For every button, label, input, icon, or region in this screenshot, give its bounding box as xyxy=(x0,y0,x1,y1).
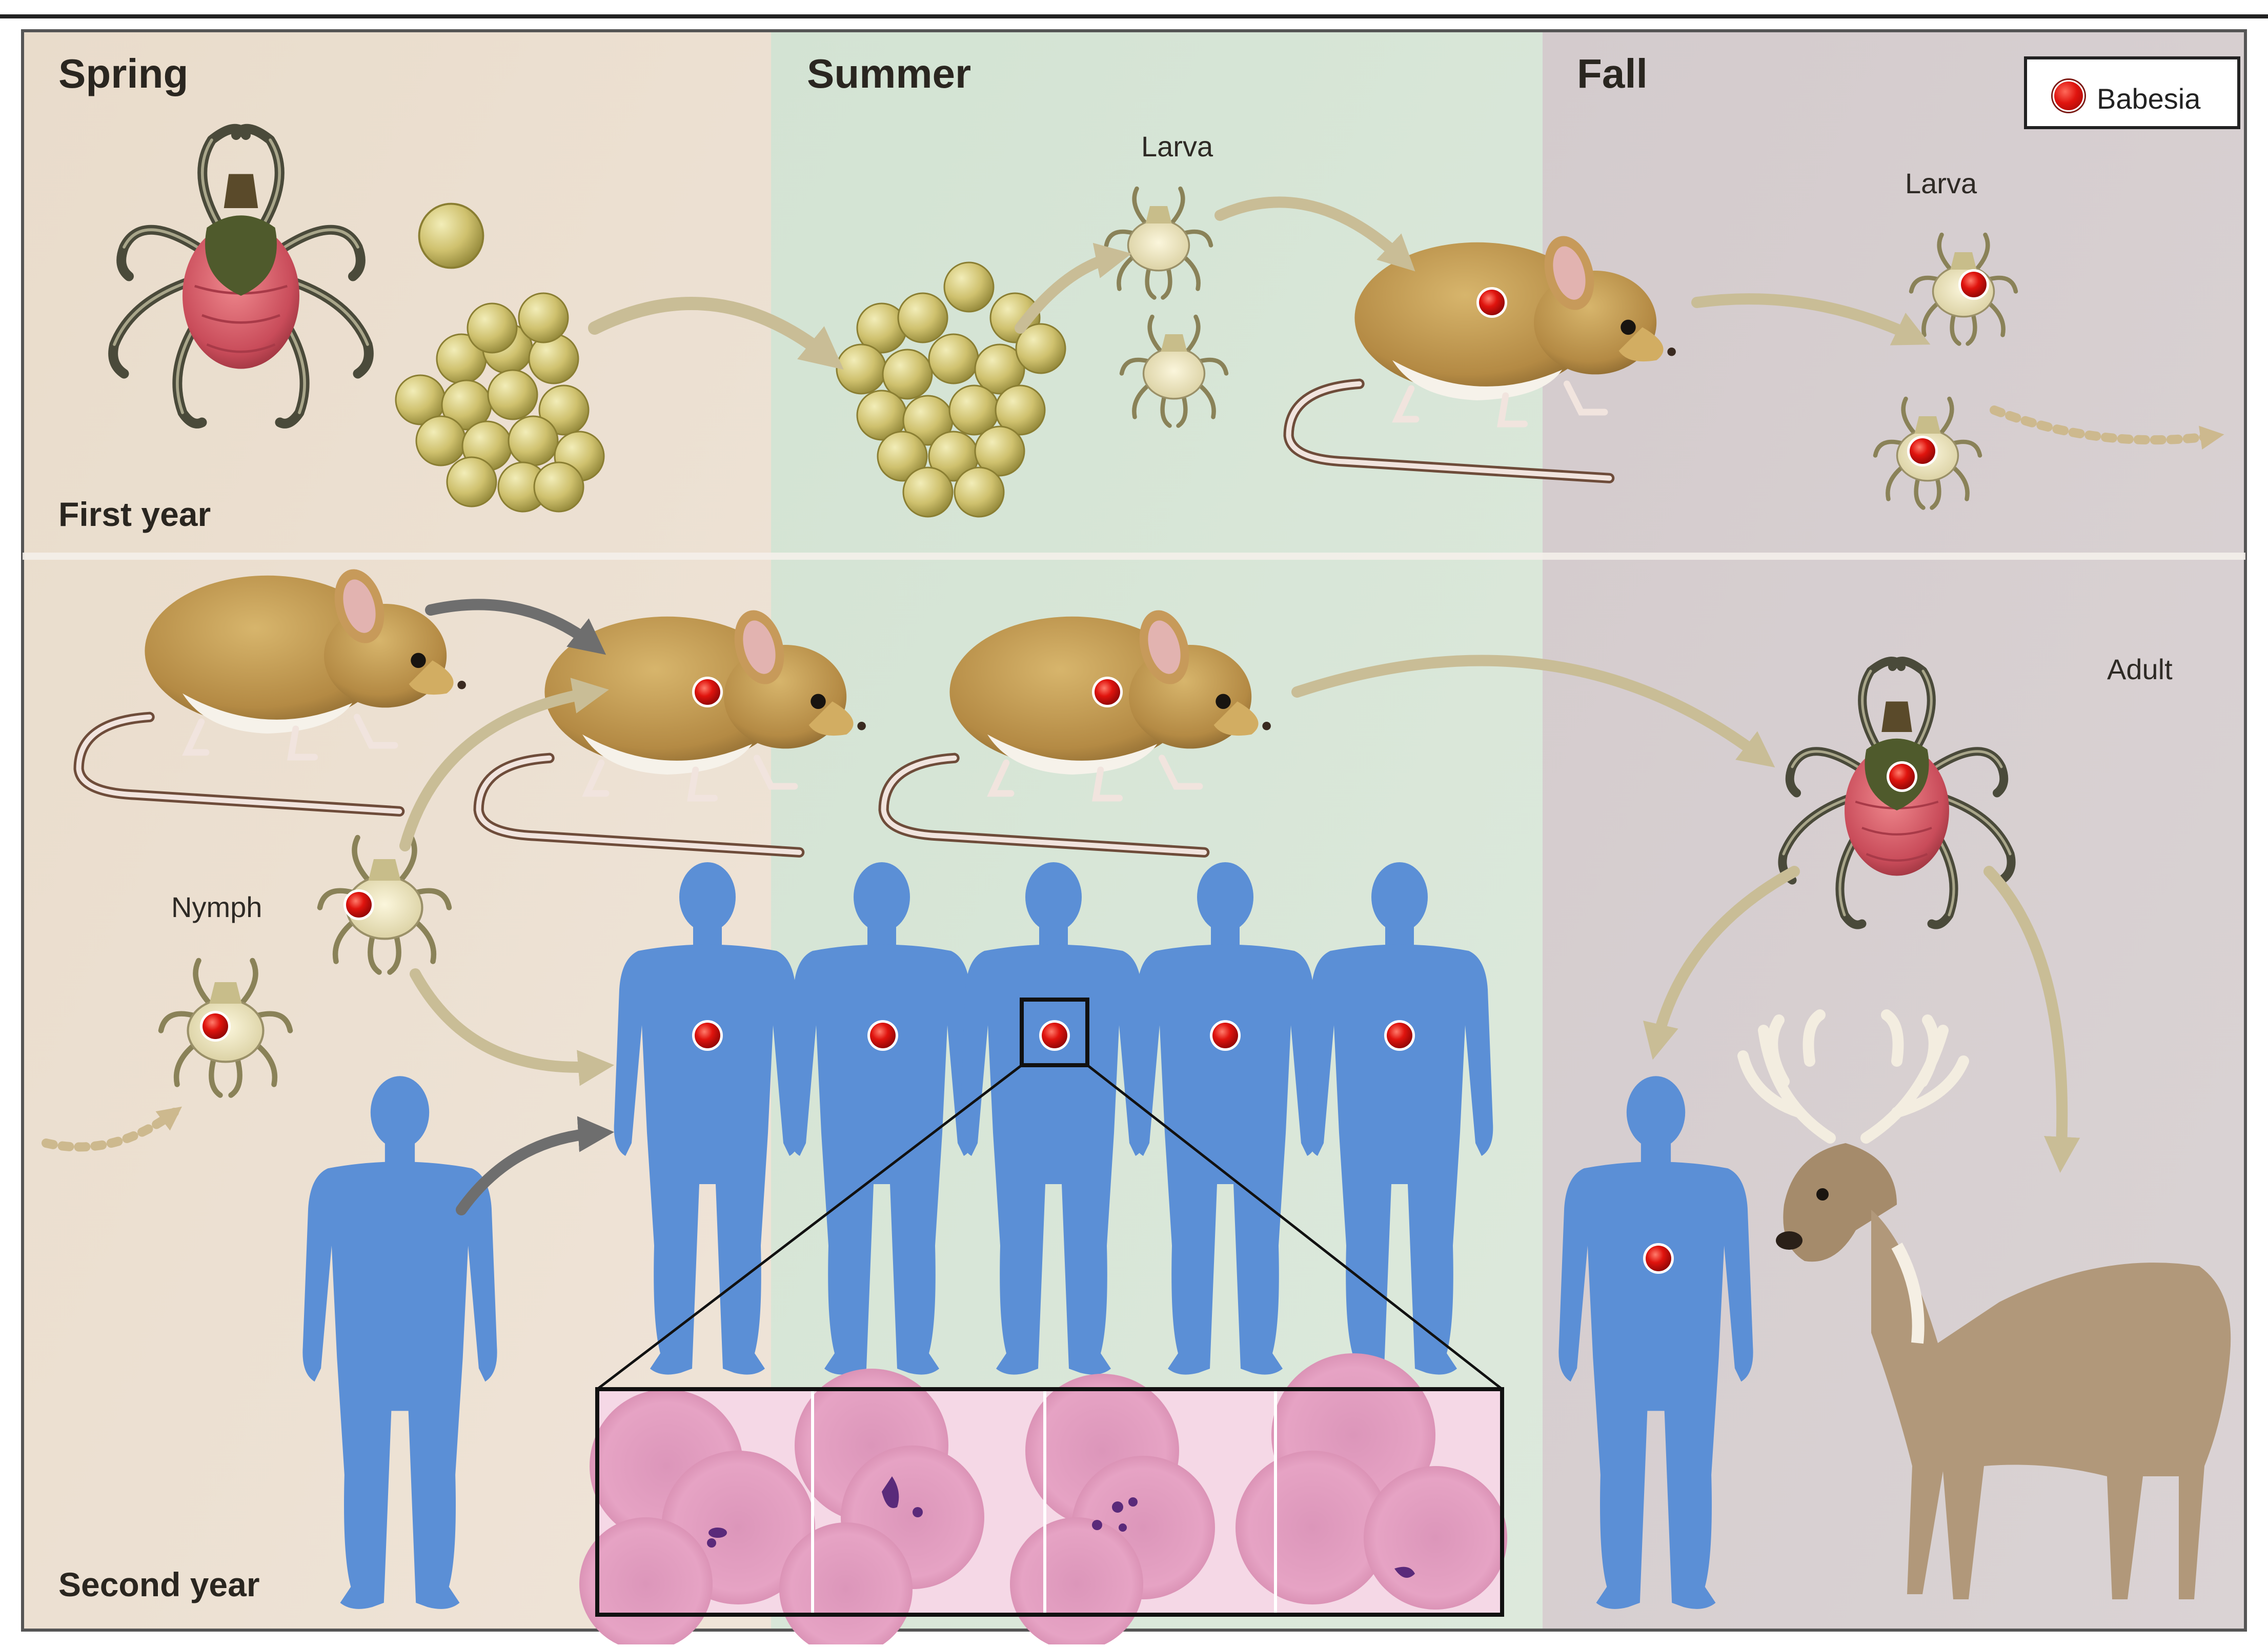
babesia-dot-human-fall xyxy=(1643,1243,1674,1274)
babesia-legend-icon xyxy=(2053,80,2084,112)
season-label-spring: Spring xyxy=(58,51,189,96)
babesia-dot-human-5 xyxy=(1384,1020,1415,1051)
arrow-eggs-to-hatching xyxy=(588,297,844,370)
smear-divider-1 xyxy=(811,1389,814,1615)
arrow-eggs-to-larva xyxy=(1015,242,1132,334)
smear-frame xyxy=(595,1387,1504,1617)
babesia-dot-human-1 xyxy=(692,1020,723,1051)
zoom-line-right xyxy=(1086,1064,1503,1390)
year-label-first: First year xyxy=(58,495,211,533)
season-label-fall: Fall xyxy=(1577,51,1648,96)
smear-divider-2 xyxy=(1043,1389,1046,1615)
zoom-source-box xyxy=(1020,998,1089,1067)
legend: Babesia xyxy=(2024,56,2240,129)
babesia-dot-mouse-summer xyxy=(1092,677,1123,707)
babesia-dot-human-2 xyxy=(867,1020,898,1051)
year-label-second: Second year xyxy=(58,1565,260,1603)
stage-label-adult: Adult xyxy=(2107,653,2173,685)
white-tailed-deer xyxy=(1737,1009,2231,1599)
arrow-nymph-to-mouse xyxy=(399,678,609,851)
arrow-from-first-year xyxy=(42,1106,182,1152)
arrow-continues-second-year xyxy=(1990,405,2224,450)
top-rule xyxy=(0,14,2268,18)
zoom-line-left xyxy=(596,1064,1023,1390)
season-label-summer: Summer xyxy=(807,51,971,96)
blood-smear-panels xyxy=(579,1353,1507,1647)
arrow-nymph-to-human xyxy=(410,968,615,1086)
single-egg xyxy=(418,202,484,269)
babesia-dot-human-3 xyxy=(1039,1020,1070,1051)
arrow-mouse-uninfected-to-infected xyxy=(425,599,606,655)
babesia-dot-nymph-1 xyxy=(343,889,374,920)
babesia-dot-mouse-fall xyxy=(1476,287,1507,318)
babesia-dot-larva-2 xyxy=(1907,436,1938,466)
arrow-adult-tick-to-deer xyxy=(1983,866,2080,1173)
babesia-dot-larva-1 xyxy=(1958,269,1989,300)
stage-label-larva-fall: Larva xyxy=(1905,167,1977,199)
stage-label-larva-summer: Larva xyxy=(1141,130,1213,162)
babesia-dot-human-4 xyxy=(1210,1020,1241,1051)
babesia-dot-adult-tick xyxy=(1887,761,1917,792)
diagram-border xyxy=(21,29,2247,1632)
year-divider xyxy=(23,553,2245,560)
arrow-larva-to-mouse xyxy=(1214,196,1415,272)
arrow-adult-tick-to-human xyxy=(1643,866,1800,1060)
arrow-mouse-to-infected-larva xyxy=(1691,293,1931,345)
stage-label-nymph: Nymph xyxy=(171,891,262,923)
smear-divider-3 xyxy=(1274,1389,1277,1615)
babesia-dot-nymph-2 xyxy=(200,1011,231,1042)
arrow-mouse-to-adult-tick xyxy=(1291,655,1775,768)
babesia-dot-mouse-spring xyxy=(692,677,723,707)
arrow-transfusion xyxy=(456,1116,615,1215)
legend-label: Babesia xyxy=(2097,83,2201,115)
